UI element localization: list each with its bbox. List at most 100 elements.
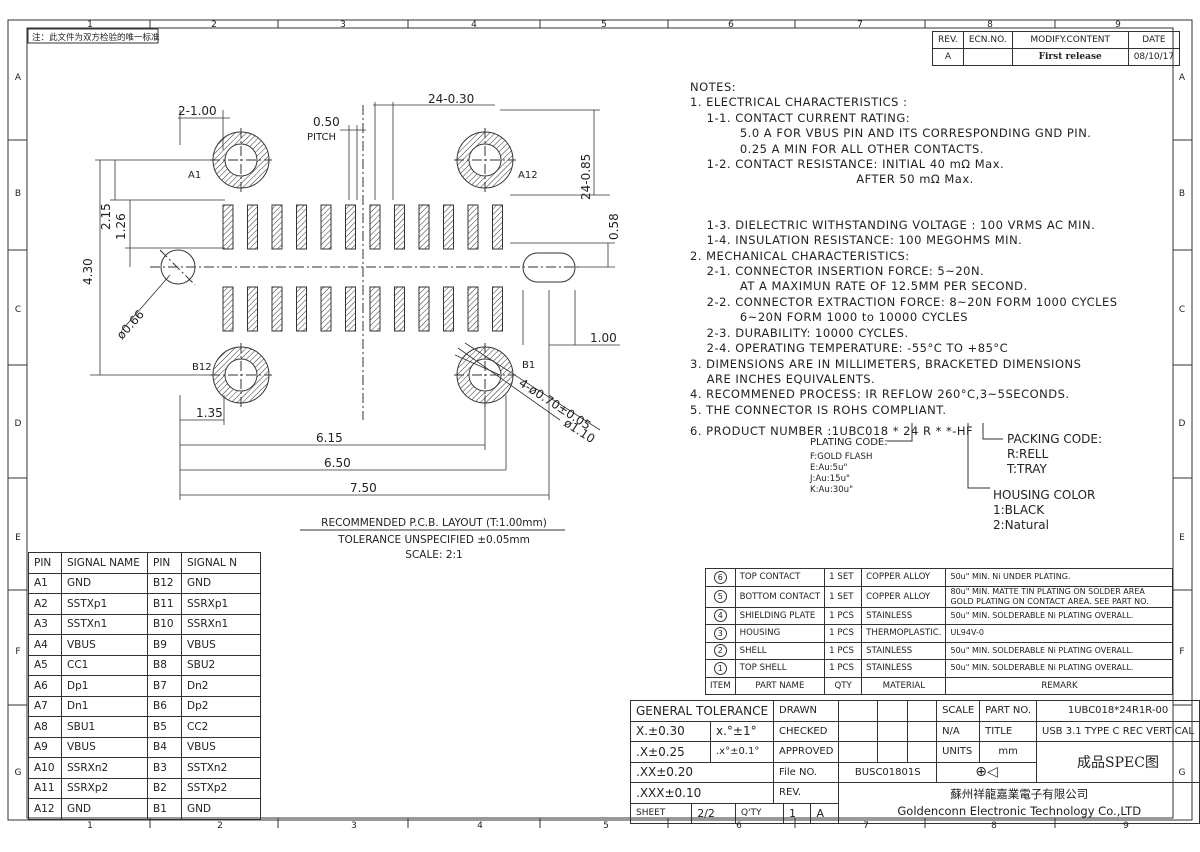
note-line: 6~20N FORM 1000 to 10000 CYCLES [690, 310, 969, 325]
signal-cell: SSTXp1 [61, 593, 148, 615]
ecn-header: ECN.NO. [962, 31, 1013, 49]
note-line [690, 203, 1180, 218]
approved-sign [877, 741, 908, 763]
dim-1-26: 1.26 [114, 213, 128, 240]
pin-cell: A8 [28, 716, 62, 738]
signal-cell: Dn2 [181, 675, 261, 697]
approved-date [906, 741, 938, 763]
signal-cell: SSRXp2 [61, 777, 148, 799]
pin-cell: A4 [28, 634, 62, 656]
note-line: 2-3. DURABILITY: 10000 CYCLES. [690, 325, 909, 340]
drawn-label: DRAWN [773, 700, 840, 722]
zone-row-d-right: D [1179, 419, 1186, 429]
dim-7-50: 7.50 [350, 481, 377, 495]
signal-cell: SSRXn1 [181, 613, 261, 635]
signal-cell: CC2 [181, 716, 261, 738]
dim-0-50: 0.50 [313, 115, 340, 129]
note-line [690, 188, 1180, 203]
tol-linear-2: .XX±0.20 [629, 761, 775, 783]
pin-header: PIN [147, 552, 182, 574]
signal-cell: VBUS [61, 634, 148, 656]
company-cn: 蘇州祥龍嘉業電子有限公司 [950, 787, 1089, 801]
pin-cell: A11 [28, 777, 62, 799]
pin-cell: A9 [28, 736, 62, 758]
note-line: 2-1. CONNECTOR INSERTION FORCE: 5~20N. [690, 264, 985, 279]
remark-cell: 50u" MIN. SOLDERABLE Ni PLATING OVERALL. [945, 659, 1174, 678]
pad-top-12 [492, 204, 503, 250]
pads-bottom-row [222, 286, 503, 332]
pad-bottom-2 [247, 286, 258, 332]
label-b1: B1 [522, 360, 535, 371]
plating-code-title: PLATING CODE: [810, 437, 888, 448]
notes-lines: NOTES:1. ELECTRICAL CHARACTERISTICS : 1-… [690, 80, 1180, 418]
modify-header: MODIFY.CONTENT [1011, 31, 1129, 49]
remark-cell: 80u" MIN. MATTE TIN PLATING ON SOLDER AR… [945, 585, 1174, 608]
zone-col-9: 9 [1115, 20, 1121, 30]
signal-name-header: SIGNAL NAME [61, 552, 148, 574]
notes-block: NOTES:1. ELECTRICAL CHARACTERISTICS : 1-… [690, 80, 1180, 440]
pad-top-4 [296, 204, 307, 250]
part-no-label: PART NO. [979, 700, 1038, 722]
dim-0-58: 0.58 [607, 213, 621, 240]
zone-row-g: G [15, 768, 22, 778]
remark-cell: 50u" MIN. SOLDERABLE Ni PLATING OVERALL. [945, 606, 1174, 625]
material-cell: STAINLESS [861, 606, 947, 625]
packing-code: PACKING CODE: R:RELL T:TRAY [1007, 432, 1102, 477]
part-name-cell: TOP CONTACT [734, 568, 826, 587]
plating-item: K:Au:30u" [810, 485, 854, 495]
zone-col-2: 2 [211, 20, 217, 30]
drawn-sign [877, 700, 908, 722]
parts-header-cell: PART NAME [734, 676, 826, 695]
parts-header-cell: ITEM [705, 676, 736, 695]
caption-line-1: RECOMMENDED P.C.B. LAYOUT (T:1.00mm) [321, 517, 547, 529]
corner-note: 注：此文件为双方检验的唯一标准 [32, 32, 160, 43]
zone-col-1: 1 [87, 20, 93, 30]
caption-line-2: TOLERANCE UNSPECIFIED ±0.05mm [337, 534, 530, 546]
note-line: 2-4. OPERATING TEMPERATURE: -55°C TO +85… [690, 341, 1009, 356]
units-label: UNITS [936, 741, 981, 763]
material-cell: THERMOPLASTIC. [861, 624, 947, 643]
zone-col-9-bottom: 9 [1123, 821, 1129, 831]
rev-label: REV. [773, 782, 840, 804]
circled-number: 5 [713, 590, 727, 603]
item-no-cell: 2 [705, 641, 736, 660]
projection-symbol-icon: ⊕◁ [936, 761, 1038, 783]
circled-number: 3 [713, 626, 727, 640]
signal-cell: Dp2 [181, 695, 261, 717]
pad-bottom-12 [492, 286, 503, 332]
dim-4-30: 4.30 [81, 258, 95, 285]
revision-table: REV. ECN.NO. MODIFY.CONTENT DATE A First… [932, 31, 1181, 66]
pin-cell: B11 [147, 593, 182, 615]
dim-2-15: 2.15 [99, 203, 113, 230]
drawn-value [838, 700, 879, 722]
pad-top-3 [271, 204, 283, 250]
qty-label: Q'TY [735, 803, 785, 823]
circled-number: 6 [713, 570, 727, 584]
rev-value: A [932, 48, 964, 66]
qty-cell: 1 PCS [824, 641, 863, 660]
parts-header-cell: MATERIAL [861, 676, 947, 695]
part-name-cell: SHELL [734, 641, 826, 660]
scale-value: N/A [936, 720, 981, 742]
signal-cell: SBU1 [61, 716, 148, 738]
material-cell: COPPER ALLOY [861, 585, 947, 608]
part-name-cell: TOP SHELL [734, 659, 826, 678]
zone-col-5-bottom: 5 [603, 821, 609, 831]
signal-cell: SSTXn2 [181, 757, 261, 779]
note-line: ARE INCHES EQUIVALENTS. [690, 371, 876, 386]
dim-1-35: 1.35 [196, 406, 223, 420]
pad-top-5 [320, 204, 332, 250]
housing-color-title: HOUSING COLOR [993, 488, 1096, 502]
circled-number: 4 [713, 609, 727, 623]
sheet-rev: A [816, 806, 824, 820]
note-line: AT A MAXIMUN RATE OF 12.5MM PER SECOND. [690, 279, 1028, 294]
